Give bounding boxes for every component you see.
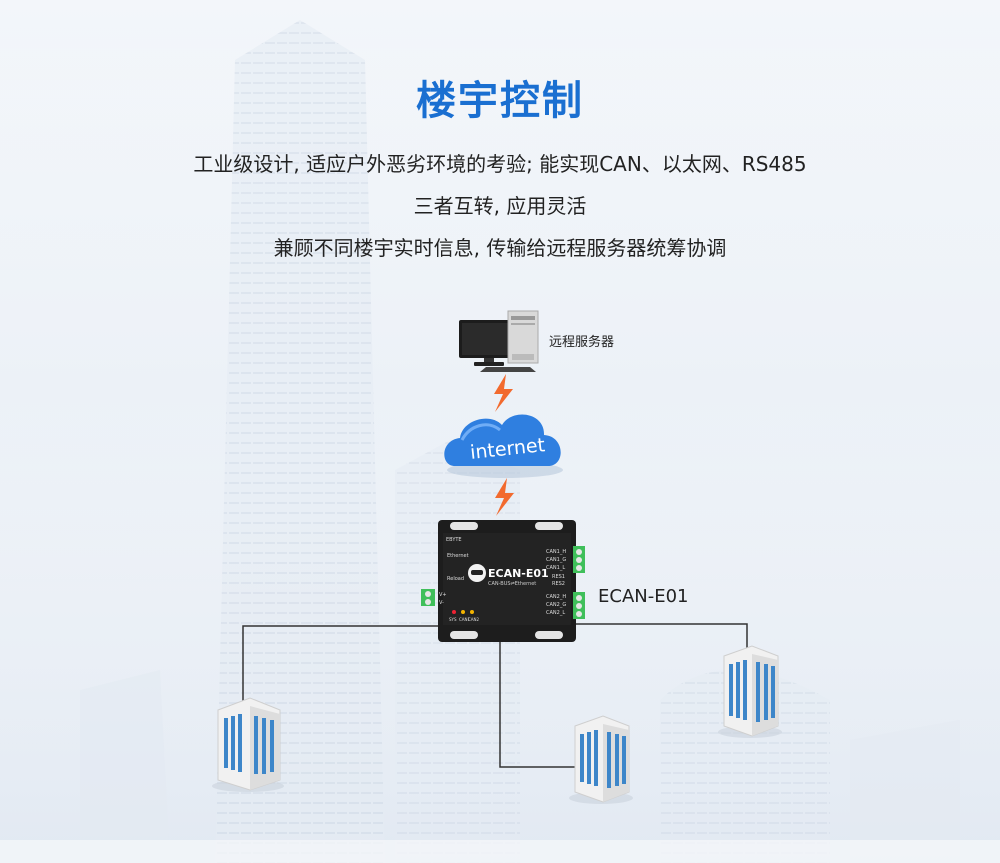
port-label: Reload (447, 576, 465, 582)
building-icon (212, 697, 284, 792)
port-label: CAN1_G (546, 557, 567, 563)
port-label: CAN2_G (546, 602, 567, 608)
port-label: V+ (439, 592, 447, 598)
ecan-device (421, 520, 585, 642)
device-subtitle: CAN-BUS⇌Ethernet (488, 581, 537, 587)
port-label: CAN2_L (546, 610, 566, 616)
server-label: 远程服务器 (549, 335, 615, 350)
connection-lines (242, 623, 748, 768)
internet-cloud-icon (444, 414, 563, 478)
device-model: ECAN-E01 (488, 567, 549, 580)
port-label: V- (439, 600, 444, 606)
description-line-3: 兼顾不同楼宇实时信息, 传输给远程服务器统筹协调 (273, 236, 727, 260)
port-label: Ethernet (447, 553, 469, 559)
port-label: RES2 (552, 581, 565, 587)
server-computer-icon (459, 310, 539, 372)
lightning-bolt-icon (495, 478, 514, 516)
description-line-2: 三者互转, 应用灵活 (413, 194, 587, 218)
device-brand: EBYTE (446, 537, 462, 543)
device-label: ECAN-E01 (598, 586, 689, 607)
port-label: RES1 (552, 574, 565, 580)
description-line-1: 工业级设计, 适应户外恶劣环境的考验; 能实现CAN、以太网、RS485 (193, 152, 807, 176)
port-label: CAN1_L (546, 565, 566, 571)
building-icon (718, 645, 782, 738)
building-icon (569, 715, 633, 804)
led-label: CAN2 (468, 617, 480, 622)
port-label: CAN1_H (546, 549, 567, 555)
led-label: SYS (449, 617, 457, 622)
lightning-bolt-icon (494, 374, 513, 412)
led-label: CAN1 (459, 617, 471, 622)
page-title: 楼宇控制 (416, 78, 584, 124)
port-label: CAN2_H (546, 594, 567, 600)
